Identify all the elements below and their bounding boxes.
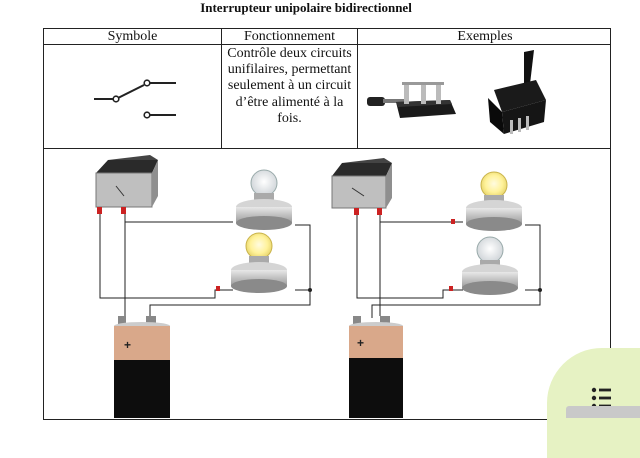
- row-divider: [44, 148, 610, 149]
- bottom-tab[interactable]: [566, 406, 640, 418]
- rocker-switch-icon: [95, 155, 158, 214]
- spdt-symbol-icon: [94, 79, 176, 119]
- header-exemples: Exemples: [457, 29, 513, 44]
- column-divider: [357, 29, 358, 148]
- lamp-holder-icon: [451, 171, 522, 231]
- switch-table: Symbole Fonctionnement Exemples Contrôle…: [43, 28, 611, 420]
- header-symbole: Symbole: [107, 29, 158, 44]
- battery-plus-label: +: [124, 338, 131, 352]
- lamp-holder-icon: [216, 232, 287, 293]
- knife-switch-icon: [367, 82, 456, 118]
- lamp-holder-icon: [236, 169, 292, 230]
- battery-plus-label: +: [357, 336, 364, 350]
- document-title: Interrupteur unipolaire bidirectionnel: [200, 0, 412, 15]
- function-description: Contrôle deux circuits unifilaires, perm…: [227, 46, 352, 126]
- battery-icon: [349, 316, 403, 418]
- circuit-diagrams: + +: [95, 155, 542, 418]
- rocker-switch-icon: [331, 158, 392, 215]
- circuit-right: [331, 158, 542, 418]
- circuit-left: [95, 155, 312, 418]
- lamp-holder-icon: [449, 236, 518, 295]
- header-fonctionnement: Fonctionnement: [244, 29, 335, 44]
- header-divider: [44, 44, 610, 45]
- column-divider: [221, 29, 222, 148]
- toggle-switch-icon: [488, 50, 546, 134]
- battery-icon: [114, 316, 170, 418]
